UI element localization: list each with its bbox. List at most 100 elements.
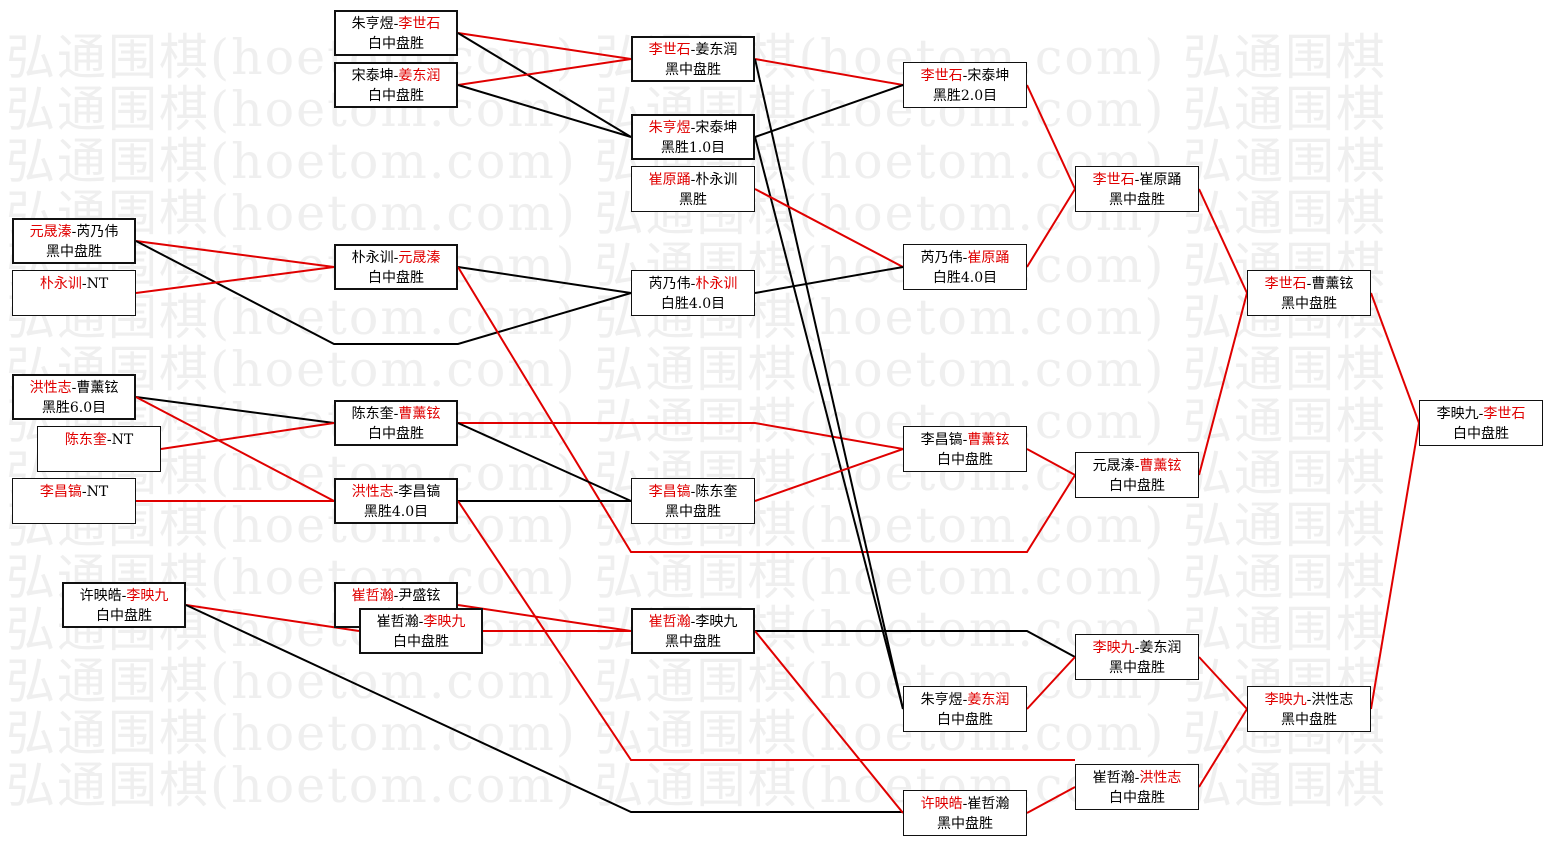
player-separator: -	[121, 588, 127, 604]
player-1-name: 李世石	[1264, 276, 1307, 292]
player-separator: -	[1306, 692, 1312, 708]
line-m8-m24	[185, 604, 903, 813]
match-players: 崔哲瀚-尹盛铉	[336, 586, 456, 606]
player-1-name: 朴永训	[39, 276, 82, 292]
match-result: 黑中盘胜	[1281, 296, 1337, 312]
player-separator: -	[690, 614, 696, 630]
match-result: 白中盘胜	[368, 88, 424, 104]
match-players: 朱亨煜-李世石	[336, 14, 456, 34]
match-result: 黑中盘胜	[665, 634, 721, 650]
line-m5-m11	[135, 396, 335, 424]
player-separator: -	[690, 172, 696, 188]
match-result: 白中盘胜	[96, 608, 152, 624]
match-result: 黑中盘胜	[1109, 192, 1165, 208]
match-players: 李世石-曹薰铉	[1248, 274, 1370, 294]
match-result: 白中盘胜	[368, 36, 424, 52]
match-players: 李世石-姜东润	[633, 40, 753, 60]
player-1-name: 李世石	[920, 68, 963, 84]
player-2-name: 曹薰铉	[398, 406, 441, 422]
player-2-name: 洪性志	[1139, 770, 1182, 786]
line-m21-m25	[1026, 188, 1076, 268]
player-1-name: 元晟溱	[29, 224, 72, 240]
player-separator: -	[393, 250, 399, 266]
line-m16-m21	[754, 188, 904, 268]
player-2-name: 李昌镐	[398, 484, 441, 500]
player-2-name: NT	[111, 432, 134, 448]
player-1-name: 李昌镐	[648, 484, 691, 500]
match-players: 洪性志-李昌镐	[336, 482, 456, 502]
match-result: 黑中盘胜	[46, 244, 102, 260]
match-players: 李世石-宋泰坤	[904, 66, 1026, 86]
player-2-name: 崔原踊	[967, 250, 1010, 266]
player-separator: -	[106, 432, 112, 448]
match-box-m21: 芮乃伟-崔原踊白胜4.0目	[903, 244, 1027, 290]
player-separator: -	[1478, 406, 1484, 422]
match-players: 芮乃伟-朴永训	[632, 274, 754, 294]
match-players: 李映九-洪性志	[1248, 690, 1370, 710]
player-2-name: 崔哲瀚	[967, 796, 1010, 812]
match-box-m15: 朱亨煜-宋泰坤黑胜1.0目	[631, 114, 755, 160]
match-players: 元晟溱-芮乃伟	[14, 222, 134, 242]
player-2-name: 姜东润	[398, 68, 441, 84]
player-2-name: 朴永训	[695, 276, 738, 292]
line-m5-m12	[135, 396, 335, 502]
match-result: 黑中盘胜	[1109, 660, 1165, 676]
match-players: 许映皓-崔哲瀚	[904, 794, 1026, 814]
match-box-m17: 芮乃伟-朴永训白胜4.0目	[631, 270, 755, 316]
player-1-name: 李映九	[1092, 640, 1135, 656]
match-result: 黑胜2.0目	[932, 88, 998, 104]
line-m1-m15	[457, 32, 632, 138]
player-1-name: 朱亨煜	[648, 120, 691, 136]
player-2-name: 姜东润	[1139, 640, 1182, 656]
player-separator: -	[418, 614, 424, 630]
player-separator: -	[393, 16, 399, 32]
match-box-m3: 元晟溱-芮乃伟黑中盘胜	[12, 218, 136, 264]
player-1-name: 李世石	[648, 42, 691, 58]
player-2-name: NT	[86, 484, 109, 500]
match-box-m26: 元晟溱-曹薰铉白中盘胜	[1075, 452, 1199, 498]
player-2-name: NT	[86, 276, 109, 292]
match-players: 李昌镐-曹薰铉	[904, 430, 1026, 450]
match-result: 黑胜6.0目	[41, 400, 107, 416]
line-m1-m14	[457, 32, 632, 60]
player-1-name: 李昌镐	[920, 432, 963, 448]
match-box-m22: 李昌镐-曹薰铉白中盘胜	[903, 426, 1027, 472]
player-2-name: 李映九	[126, 588, 169, 604]
player-separator: -	[1134, 640, 1140, 656]
player-2-name: 李映九	[423, 614, 466, 630]
line-m8-m13	[185, 604, 360, 632]
player-2-name: 元晟溱	[398, 250, 441, 266]
player-separator: -	[962, 68, 968, 84]
line-m14-m20	[754, 58, 904, 86]
player-separator: -	[393, 588, 399, 604]
player-1-name: 元晟溱	[1092, 458, 1135, 474]
match-box-m4: 朴永训-NT	[12, 270, 136, 316]
match-result: 白中盘胜	[368, 426, 424, 442]
match-players: 芮乃伟-崔原踊	[904, 248, 1026, 268]
match-box-m13: 崔哲瀚-李映九白中盘胜	[359, 608, 483, 654]
player-2-name: 李映九	[695, 614, 738, 630]
player-1-name: 崔哲瀚	[351, 588, 394, 604]
match-box-m19: 崔哲瀚-李映九黑中盘胜	[631, 608, 755, 654]
match-box-m18: 李昌镐-陈东奎黑中盘胜	[631, 478, 755, 524]
player-1-name: 洪性志	[351, 484, 394, 500]
match-box-m12: 洪性志-李昌镐黑胜4.0目	[334, 478, 458, 524]
line-m20-m25	[1026, 84, 1076, 190]
player-1-name: 芮乃伟	[920, 250, 963, 266]
line-m24-m28	[1026, 786, 1076, 814]
player-1-name: 崔哲瀚	[376, 614, 419, 630]
line-m30-m31	[1370, 422, 1420, 710]
match-result: 白胜4.0目	[932, 270, 998, 286]
line-m17-m21	[754, 266, 904, 294]
match-box-m8: 许映皓-李映九白中盘胜	[62, 582, 186, 628]
player-separator: -	[71, 380, 77, 396]
line-m12-m28	[457, 500, 1075, 761]
match-box-m27: 李映九-姜东润黑中盘胜	[1075, 634, 1199, 680]
match-box-m1: 朱亨煜-李世石白中盘胜	[334, 10, 458, 56]
match-result: 白中盘胜	[937, 452, 993, 468]
line-m18-m22	[754, 448, 904, 502]
line-m2-m15	[457, 84, 632, 138]
match-players: 崔哲瀚-洪性志	[1076, 768, 1198, 788]
match-players: 陈东奎-曹薰铉	[336, 404, 456, 424]
